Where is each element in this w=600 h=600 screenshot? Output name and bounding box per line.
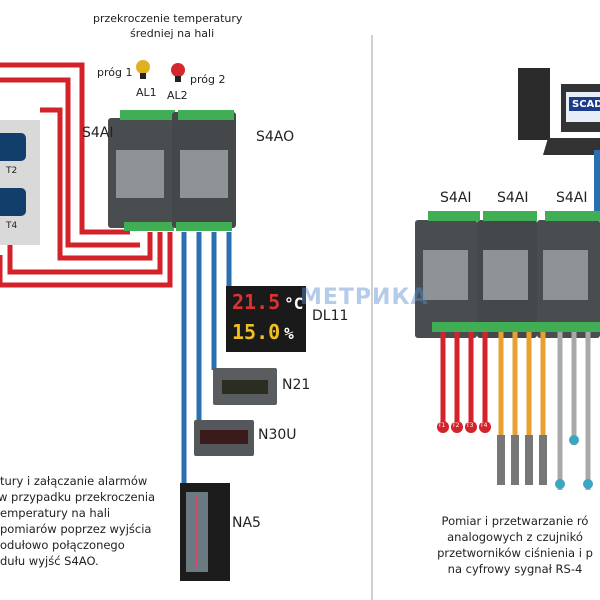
dl11-hum-unit: %: [284, 324, 294, 343]
wire-tag-t2: T2: [452, 422, 460, 429]
n21-label: N21: [282, 377, 311, 393]
left-desc-line: pomiarów poprzez wyjścia: [0, 522, 152, 536]
dl11-readout: 21.5°C 15.0%: [232, 290, 303, 344]
dl11-display: [226, 286, 306, 352]
rs485-bus: [594, 150, 600, 215]
red-wire: [0, 77, 140, 248]
header-line-1: przekroczenie temperatury: [93, 12, 243, 25]
left-desc-line: w przypadku przekroczenia: [0, 490, 156, 504]
pressure-transmitters: [555, 435, 593, 489]
temperature-probes: [497, 435, 547, 485]
module-s4ao: [172, 110, 236, 231]
right-desc-line: analogowych z czujnikó: [447, 530, 583, 544]
wire-tag-circles: [437, 421, 491, 433]
sensor-t2-icon: [0, 133, 26, 161]
red-wires-left: [0, 62, 173, 288]
bulb-yellow-icon: [136, 60, 150, 74]
scada-screen-text: SCAD: [572, 99, 600, 110]
sensor-t4-label: T4: [6, 221, 18, 231]
right-description: Pomiar i przetwarzanie ró analogowych z …: [395, 513, 600, 577]
wire-tag-t3: T3: [466, 422, 474, 429]
right-desc-line: na cyfrowy sygnał RS-4: [447, 562, 583, 576]
bulb-red-icon: [171, 63, 185, 77]
sensor-t4-icon: [0, 188, 26, 216]
threshold-2-label: próg 2: [190, 73, 226, 86]
module-s4ao-label: S4AO: [256, 129, 295, 145]
watermark: МЕТРИКА: [300, 285, 429, 310]
red-wire: [0, 232, 173, 288]
right-module-label-1: S4AI: [440, 190, 472, 206]
left-description: tury i załączanie alarmów w przypadku pr…: [0, 473, 155, 569]
right-desc-line: Pomiar i przetwarzanie ró: [441, 514, 589, 528]
pc-tower-icon: [518, 68, 550, 140]
right-module-label-3: S4AI: [556, 190, 588, 206]
left-desc-line: odułowo połączonego: [0, 538, 125, 552]
threshold-1-label: próg 1: [97, 66, 133, 79]
blue-wires-left: [181, 232, 232, 485]
dl11-label: DL11: [312, 308, 349, 324]
red-wire: [40, 107, 153, 261]
sensor-t2-label: T2: [6, 166, 18, 176]
left-desc-line: dułu wyjść S4AO.: [0, 554, 99, 568]
dl11-temp-value: 21.5: [232, 290, 281, 314]
right-module-label-2: S4AI: [497, 190, 529, 206]
red-wire: [7, 232, 163, 275]
alarm-1-label: AL1: [136, 86, 157, 99]
module-s4ai-label: S4AI: [82, 125, 114, 141]
header-line-2: średniej na hali: [130, 27, 215, 40]
right-wires: [440, 332, 591, 490]
right-desc-line: przetworników ciśnienia i p: [437, 546, 593, 560]
left-desc-line: tury i załączanie alarmów: [0, 474, 148, 488]
dl11-temp-unit: °C: [284, 294, 304, 313]
module-s4ai-left: [108, 110, 175, 231]
wire-tag-t4: T4: [480, 422, 488, 429]
right-modules: [415, 211, 600, 338]
dl11-hum-value: 15.0: [232, 320, 281, 344]
wire-tag-t1: T1: [438, 422, 446, 429]
left-desc-line: emperatury na hali: [0, 506, 111, 520]
keyboard-icon: [543, 138, 600, 155]
red-wire: [0, 62, 130, 235]
alarm-2-label: AL2: [167, 89, 188, 102]
n30u-label: N30U: [258, 427, 297, 443]
na5-label: NA5: [232, 515, 261, 531]
